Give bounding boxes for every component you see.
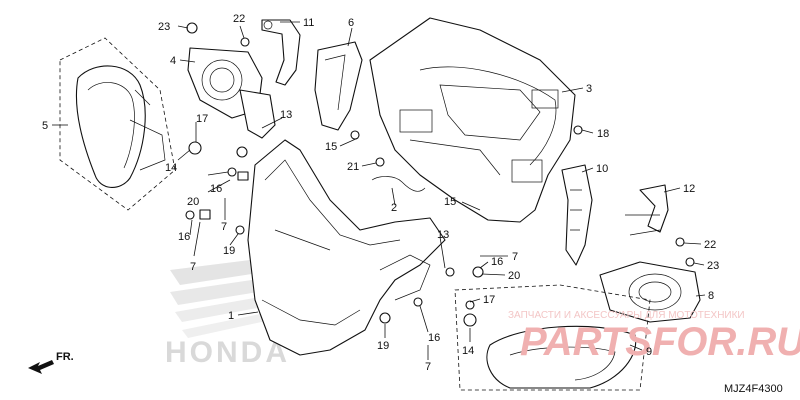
callout-3: 3	[586, 83, 592, 95]
callout-1: 1	[228, 310, 234, 322]
leader-lines	[52, 21, 706, 360]
part-11-mirror-stay	[261, 19, 301, 86]
callout-17-b: 17	[483, 294, 495, 306]
callout-23: 23	[158, 21, 170, 33]
overlay-text: ЗАПЧАСТИ И АКСЕССУАРЫ ДЛЯ МОТОТЕХНИКИ	[508, 310, 745, 321]
callout-13: 13	[280, 109, 292, 121]
brand-watermark: HONDA	[165, 336, 290, 369]
callout-20-b: 20	[508, 270, 520, 282]
callout-22: 22	[233, 13, 245, 25]
callout-15: 15	[325, 141, 337, 153]
part-8-mirror-base	[599, 261, 701, 323]
callouts: 23 22 11 6 4 5 13 17 14 3 18 15 21 10 20…	[42, 13, 719, 373]
fasteners	[185, 22, 695, 327]
part-10-bracket	[561, 164, 593, 266]
diagram-code: MJZ4F4300	[724, 383, 783, 395]
callout-14: 14	[165, 162, 177, 174]
front-direction-arrow-icon	[28, 360, 54, 374]
callout-20: 20	[187, 196, 199, 208]
callout-19: 19	[223, 245, 235, 257]
callout-6: 6	[348, 17, 354, 29]
callout-15-b: 15	[444, 196, 456, 208]
callout-17: 17	[196, 113, 208, 125]
part-2-wire	[371, 176, 426, 192]
callout-7: 7	[221, 221, 227, 233]
callout-13-b: 13	[437, 229, 449, 241]
part-1-front-cover	[247, 139, 446, 356]
callout-22-b: 22	[704, 239, 716, 251]
callout-9: 9	[646, 346, 652, 358]
callout-19-b: 19	[377, 340, 389, 352]
overlay-logo: PARTSFOR.RU	[520, 320, 800, 364]
callout-12: 12	[683, 183, 695, 195]
part-5-mirror-cover	[59, 37, 176, 211]
part-12-mirror-stay	[625, 184, 669, 236]
callout-16-c: 16	[491, 256, 503, 268]
callout-23-b: 23	[707, 260, 719, 272]
callout-8: 8	[708, 290, 714, 302]
callout-7-c: 7	[512, 251, 518, 263]
callout-5: 5	[42, 120, 48, 132]
part-9-mirror-cover	[454, 284, 651, 391]
callout-21: 21	[347, 161, 359, 173]
callout-11: 11	[303, 17, 314, 29]
callout-7-d: 7	[425, 361, 431, 373]
callout-16-b: 16	[178, 231, 190, 243]
callout-16-d: 16	[428, 332, 440, 344]
callout-4: 4	[170, 55, 176, 67]
direction-label: FR.	[56, 351, 74, 363]
part-6-bracket	[314, 41, 363, 131]
callout-16: 16	[210, 183, 222, 195]
part-3-inner-panel	[369, 17, 576, 223]
callout-10: 10	[596, 163, 608, 175]
callout-2: 2	[391, 202, 397, 214]
callout-7-b: 7	[190, 261, 196, 273]
callout-14-b: 14	[462, 345, 474, 357]
callout-18: 18	[597, 128, 609, 140]
